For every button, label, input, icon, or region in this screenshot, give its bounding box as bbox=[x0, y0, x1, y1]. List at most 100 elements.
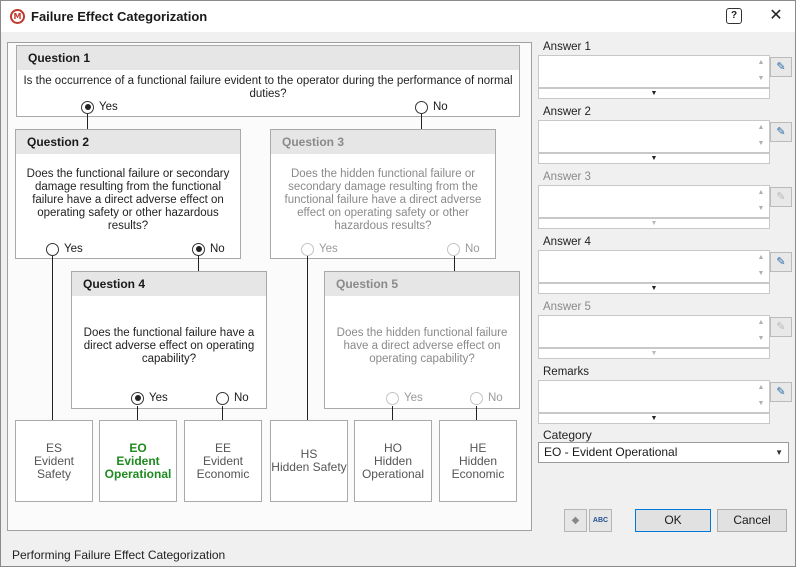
category-ee: EE Evident Economic bbox=[184, 420, 262, 502]
question-4-yes-radio[interactable]: Yes bbox=[131, 391, 168, 405]
category-ee-name: Evident Economic bbox=[196, 453, 250, 481]
category-es-code: ES bbox=[45, 440, 62, 455]
radio-selected-icon bbox=[192, 242, 205, 256]
question-3-title: Question 3 bbox=[271, 130, 495, 154]
help-icon[interactable]: ? bbox=[726, 8, 742, 24]
spin-down-icon[interactable]: ▼ bbox=[757, 400, 765, 407]
spin-down-icon[interactable]: ▼ bbox=[757, 140, 765, 147]
connector-q1-q3 bbox=[421, 114, 422, 130]
category-he-code: HE bbox=[469, 440, 487, 455]
category-label: Category bbox=[543, 428, 592, 442]
ok-button[interactable]: OK bbox=[635, 509, 711, 532]
answer-1-edit-icon[interactable]: ✎ bbox=[770, 57, 792, 77]
question-2-no-radio[interactable]: No bbox=[192, 242, 225, 256]
spin-down-icon[interactable]: ▼ bbox=[757, 335, 765, 342]
status-text: Performing Failure Effect Categorization bbox=[12, 548, 226, 562]
connector-q2-es bbox=[52, 256, 53, 420]
answer-5-field[interactable]: ▲ ▼ bbox=[538, 315, 770, 348]
question-5-title: Question 5 bbox=[325, 272, 519, 296]
spin-up-icon[interactable]: ▲ bbox=[757, 59, 765, 66]
question-3-yes-radio[interactable]: Yes bbox=[301, 242, 338, 256]
close-icon[interactable]: ✕ bbox=[769, 7, 783, 24]
radio-icon bbox=[301, 242, 314, 256]
answer-3-field[interactable]: ▲ ▼ bbox=[538, 185, 770, 218]
spellcheck-button[interactable]: ABC bbox=[589, 509, 612, 532]
spin-up-icon[interactable]: ▲ bbox=[757, 124, 765, 131]
category-select-value: EO - Evident Operational bbox=[544, 445, 678, 459]
question-1-box: Question 1 Is the occurrence of a functi… bbox=[16, 45, 520, 117]
connector-q4-eo bbox=[137, 406, 138, 420]
remarks-edit-icon[interactable]: ✎ bbox=[770, 382, 792, 402]
connector-q3-hs bbox=[307, 256, 308, 420]
answer-5-edit-icon[interactable]: ✎ bbox=[770, 317, 792, 337]
answer-4-edit-icon[interactable]: ✎ bbox=[770, 252, 792, 272]
category-eo: EO Evident Operational bbox=[99, 420, 177, 502]
spin-up-icon[interactable]: ▲ bbox=[757, 384, 765, 391]
connector-q4-ee bbox=[222, 406, 223, 420]
connector-q5-ho bbox=[392, 406, 393, 420]
question-5-no-radio[interactable]: No bbox=[470, 391, 503, 405]
eraser-icon: ◆ bbox=[571, 515, 580, 526]
question-3-no-radio[interactable]: No bbox=[447, 242, 480, 256]
spin-down-icon[interactable]: ▼ bbox=[757, 75, 765, 82]
radio-icon bbox=[386, 391, 399, 405]
answer-5-dropdown[interactable]: ▼ bbox=[538, 348, 770, 359]
category-he-name: Hidden Economic bbox=[451, 453, 505, 481]
question-2-box: Question 2 Does the functional failure o… bbox=[15, 129, 241, 259]
question-5-yes-label: Yes bbox=[404, 392, 423, 404]
question-1-yes-label: Yes bbox=[99, 101, 118, 113]
chevron-down-icon: ▼ bbox=[775, 448, 783, 457]
question-2-yes-label: Yes bbox=[64, 243, 83, 255]
remarks-dropdown[interactable]: ▼ bbox=[538, 413, 770, 424]
answer-3-dropdown[interactable]: ▼ bbox=[538, 218, 770, 229]
question-5-text: Does the hidden functional failure have … bbox=[336, 327, 508, 365]
question-2-yes-radio[interactable]: Yes bbox=[46, 242, 83, 256]
question-1-yes-radio[interactable]: Yes bbox=[81, 100, 118, 114]
spellcheck-icon: ABC bbox=[592, 517, 609, 524]
connector-q1-q2 bbox=[87, 114, 88, 130]
answer-4-label: Answer 4 bbox=[543, 236, 591, 248]
window-title: Failure Effect Categorization bbox=[31, 9, 208, 24]
clear-eraser-button[interactable]: ◆ bbox=[564, 509, 587, 532]
question-4-no-radio[interactable]: No bbox=[216, 391, 249, 405]
question-1-text: Is the occurrence of a functional failur… bbox=[23, 75, 513, 100]
question-5-yes-radio[interactable]: Yes bbox=[386, 391, 423, 405]
category-es-name: Evident Safety bbox=[33, 453, 75, 481]
answer-4-field[interactable]: ▲ ▼ bbox=[538, 250, 770, 283]
question-2-title: Question 2 bbox=[16, 130, 240, 154]
radio-icon bbox=[447, 242, 460, 256]
question-4-title: Question 4 bbox=[72, 272, 266, 296]
spin-down-icon[interactable]: ▼ bbox=[757, 270, 765, 277]
answer-2-dropdown[interactable]: ▼ bbox=[538, 153, 770, 164]
radio-selected-icon bbox=[131, 391, 144, 405]
connector-q5-he bbox=[476, 406, 477, 420]
spin-up-icon[interactable]: ▲ bbox=[757, 254, 765, 261]
answer-1-field[interactable]: ▲ ▼ bbox=[538, 55, 770, 88]
question-4-no-label: No bbox=[234, 392, 249, 404]
cancel-button[interactable]: Cancel bbox=[717, 509, 787, 532]
category-ee-code: EE bbox=[214, 440, 231, 455]
question-4-box: Question 4 Does the functional failure h… bbox=[71, 271, 267, 409]
category-eo-code: EO bbox=[129, 440, 147, 455]
question-2-no-label: No bbox=[210, 243, 225, 255]
category-select[interactable]: EO - Evident Operational ▼ bbox=[538, 442, 789, 463]
answer-2-field[interactable]: ▲ ▼ bbox=[538, 120, 770, 153]
spin-up-icon[interactable]: ▲ bbox=[757, 189, 765, 196]
spin-up-icon[interactable]: ▲ bbox=[757, 319, 765, 326]
answer-2-edit-icon[interactable]: ✎ bbox=[770, 122, 792, 142]
spin-down-icon[interactable]: ▼ bbox=[757, 205, 765, 212]
question-3-yes-label: Yes bbox=[319, 243, 338, 255]
answer-2-label: Answer 2 bbox=[543, 106, 591, 118]
answer-1-dropdown[interactable]: ▼ bbox=[538, 88, 770, 99]
question-3-no-label: No bbox=[465, 243, 480, 255]
answer-5-label: Answer 5 bbox=[543, 301, 591, 313]
category-es: ES Evident Safety bbox=[15, 420, 93, 502]
radio-selected-icon bbox=[81, 100, 94, 114]
answer-4-dropdown[interactable]: ▼ bbox=[538, 283, 770, 294]
title-bar: M Failure Effect Categorization ? ✕ bbox=[1, 1, 795, 32]
category-ho-name: Hidden Operational bbox=[361, 453, 425, 481]
question-1-no-radio[interactable]: No bbox=[415, 100, 448, 114]
answer-3-edit-icon[interactable]: ✎ bbox=[770, 187, 792, 207]
remarks-field[interactable]: ▲ ▼ bbox=[538, 380, 770, 413]
